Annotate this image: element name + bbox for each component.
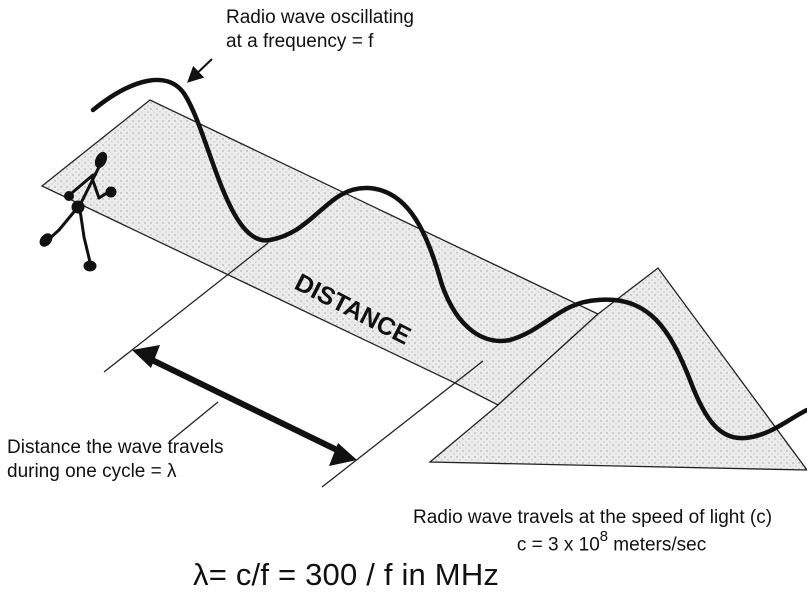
ground-plane-triangle — [428, 267, 807, 471]
cycle-label-line2: during one cycle = λ — [7, 460, 177, 482]
cycle-label: Distance the wave travels during one cyc… — [7, 436, 224, 484]
arrow-icon — [187, 58, 213, 83]
speed-formula-exponent: 8 — [599, 528, 609, 545]
frequency-label: Radio wave oscillating at a frequency = … — [226, 6, 414, 54]
running-person-icon — [39, 151, 117, 272]
speed-formula-prefix: c = 3 x 10 — [516, 534, 600, 556]
speed-label: Radio wave travels at the speed of light… — [413, 506, 772, 557]
radio-wave — [90, 77, 807, 441]
speed-formula-suffix: meters/sec — [608, 534, 707, 556]
frequency-label-line2: at a frequency = f — [226, 30, 374, 52]
cycle-label-leader — [168, 401, 219, 443]
speed-label-line1: Radio wave travels at the speed of light… — [413, 507, 773, 528]
wavelength-guide-right — [321, 360, 484, 488]
wavelength-arrow — [132, 345, 357, 466]
speed-label-line2: c = 3 x 108 meters/sec — [413, 528, 772, 557]
wavelength-guide-left — [103, 242, 269, 373]
frequency-label-line1: Radio wave oscillating — [226, 7, 414, 28]
wavelength-formula: λ= c/f = 300 / f in MHz — [193, 557, 500, 592]
ground-plane — [40, 99, 600, 406]
cycle-label-line1: Distance the wave travels — [7, 437, 224, 458]
